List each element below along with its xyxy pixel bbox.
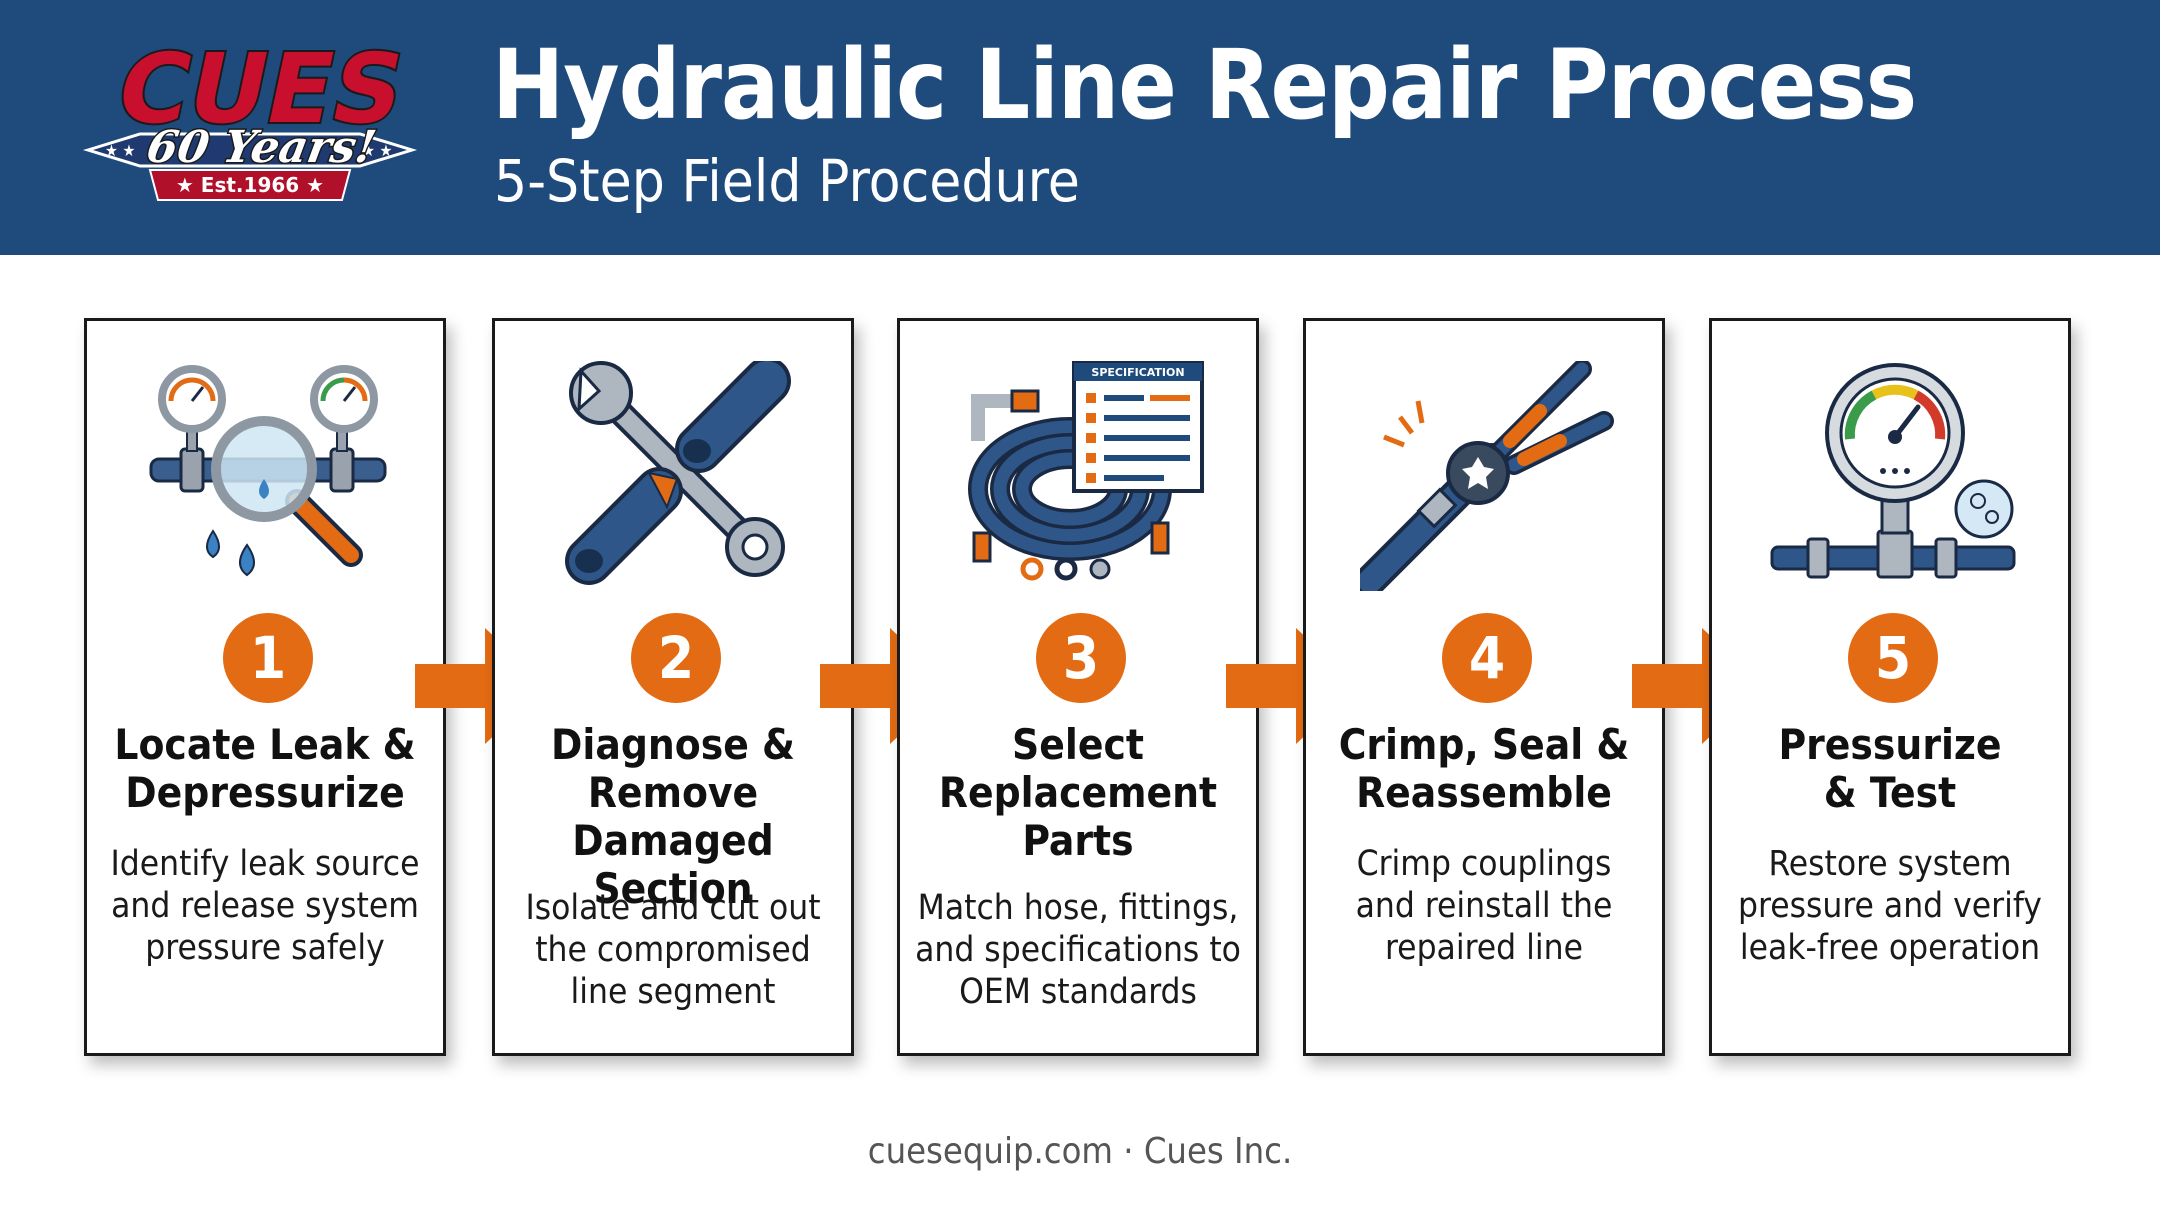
wrench-cut-hose-icon [549, 361, 803, 591]
footer-credit: cuesequip.com · Cues Inc. [867, 1131, 1293, 1172]
step-title: Diagnose & Remove Damaged Section [551, 720, 795, 913]
step-card-5: 5 Pressurize & Test Restore system press… [1709, 318, 2071, 1056]
page-subtitle: 5-Step Field Procedure [494, 147, 1080, 215]
svg-text:★ Est.1966 ★: ★ Est.1966 ★ [176, 173, 324, 197]
svg-text:★ ★: ★ ★ [362, 141, 392, 160]
svg-text:★ ★: ★ ★ [105, 141, 135, 160]
step-description: Match hose, fittings, and specifications… [915, 888, 1241, 1012]
step-number-badge: 5 [1848, 613, 1938, 703]
step-card-2: 2 Diagnose & Remove Damaged Section Isol… [492, 318, 854, 1056]
spec-sheet-label: SPECIFICATION [1091, 366, 1184, 379]
step-number-badge: 3 [1036, 613, 1126, 703]
step-title: Locate Leak & Depressurize [114, 720, 416, 817]
step-title: Select Replacement Parts [938, 720, 1218, 865]
step-title: Pressurize & Test [1778, 720, 2002, 817]
step-description: Isolate and cut out the compromised line… [525, 888, 821, 1012]
coiled-hose-spec-sheet-icon: SPECIFICATION [954, 361, 1208, 591]
step-number-badge: 2 [631, 613, 721, 703]
step-description: Restore system pressure and verify leak-… [1738, 844, 2042, 968]
step-number-badge: 1 [223, 613, 313, 703]
header-banner: CUES ★ ★ ★ ★ 60 Years! ★ Est.1966 ★ Hydr… [0, 0, 2160, 255]
step-title: Crimp, Seal & Reassemble [1338, 720, 1630, 817]
pressure-gauge-icon [1766, 361, 2020, 591]
step-description: Crimp couplings and reinstall the repair… [1355, 844, 1613, 968]
svg-text:60 Years!: 60 Years! [143, 121, 380, 173]
step-number-badge: 4 [1442, 613, 1532, 703]
step-card-3: SPECIFICATION 3 Select Replacement Parts… [897, 318, 1259, 1056]
magnifier-gauges-leak-icon [141, 361, 395, 591]
step-description: Identify leak source and release system … [110, 844, 420, 968]
step-card-1: 1 Locate Leak & Depressurize Identify le… [84, 318, 446, 1056]
page-title: Hydraulic Line Repair Process [492, 29, 1917, 141]
crimping-tool-icon [1360, 361, 1614, 591]
svg-text:CUES: CUES [108, 33, 415, 145]
cues-logo: CUES ★ ★ ★ ★ 60 Years! ★ Est.1966 ★ [80, 30, 420, 220]
step-card-4: 4 Crimp, Seal & Reassemble Crimp couplin… [1303, 318, 1665, 1056]
